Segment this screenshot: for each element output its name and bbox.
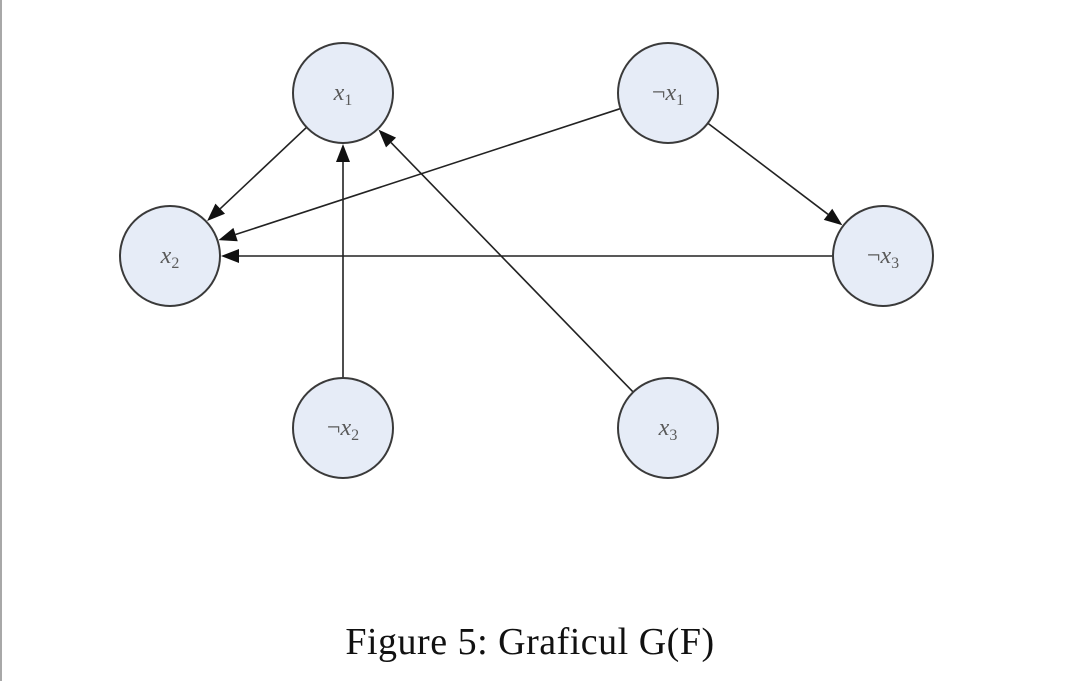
implication-graph: x1 ¬x1 x2 ¬x3 ¬x2 x3 [119, 42, 934, 479]
edge-line [707, 122, 829, 215]
node-label: x1 [333, 80, 353, 109]
node-circle [119, 205, 221, 307]
figure-caption: Figure 5: Graficul G(F) [345, 621, 715, 663]
page-border [0, 0, 2, 681]
edge-line [219, 126, 308, 210]
edge-x3-to-x1 [378, 129, 634, 393]
node-circle [617, 377, 719, 479]
edge-nx1-to-x2 [218, 107, 621, 242]
nodes-layer: x1 ¬x1 x2 ¬x3 ¬x2 x3 [119, 42, 934, 479]
edge-line [235, 107, 621, 236]
arrowhead [336, 144, 350, 162]
edge-x1-to-x2 [207, 126, 308, 222]
node-circle [292, 42, 394, 144]
node-nx1: ¬x1 [617, 42, 719, 144]
edge-nx2-to-x1 [336, 144, 350, 378]
node-label: x3 [658, 415, 678, 444]
node-x2: x2 [119, 205, 221, 307]
arrowhead [207, 203, 226, 222]
node-circle [617, 42, 719, 144]
node-x3: x3 [617, 377, 719, 479]
arrowhead [218, 227, 238, 242]
node-nx2: ¬x2 [292, 377, 394, 479]
node-label: ¬x2 [327, 415, 359, 444]
edge-nx3-to-x2 [221, 249, 833, 263]
node-label: x2 [160, 243, 180, 272]
edge-nx1-to-nx3 [707, 122, 843, 226]
arrowhead [221, 249, 239, 263]
arrowhead [378, 129, 397, 148]
node-circle [832, 205, 934, 307]
node-x1: x1 [292, 42, 394, 144]
node-nx3: ¬x3 [832, 205, 934, 307]
node-circle [292, 377, 394, 479]
edges-layer [207, 107, 843, 393]
edge-line [390, 141, 634, 393]
arrowhead [823, 208, 843, 226]
node-label: ¬x1 [652, 80, 684, 109]
node-label: ¬x3 [867, 243, 899, 272]
